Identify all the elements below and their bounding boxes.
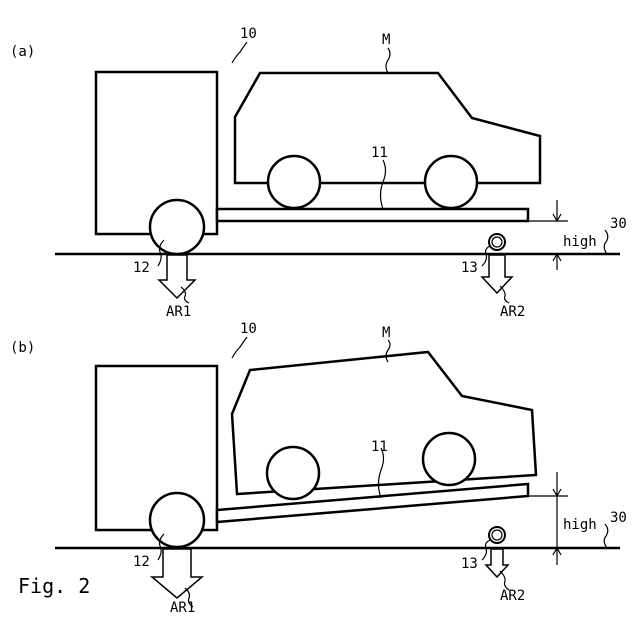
car-rear-wheel bbox=[267, 447, 319, 499]
figure-title: Fig. 2 bbox=[18, 574, 90, 598]
panel-a: (a) high 10 M 11 1 bbox=[10, 26, 627, 320]
ref-11: 11 bbox=[371, 439, 388, 455]
ref-m: M bbox=[382, 325, 390, 341]
ref-30: 30 bbox=[610, 510, 627, 526]
arrow-ar2 bbox=[486, 549, 508, 577]
panel-a-label: (a) bbox=[10, 44, 35, 60]
ref-m: M bbox=[382, 32, 390, 48]
ref-12: 12 bbox=[133, 554, 150, 570]
sensor bbox=[489, 234, 505, 250]
car-front-wheel bbox=[425, 156, 477, 208]
panel-b: (b) high 10 M 11 12 bbox=[10, 321, 627, 616]
leader-30 bbox=[604, 230, 608, 254]
arrow-ar2 bbox=[482, 255, 512, 293]
height-label: high bbox=[563, 234, 597, 250]
ref-13: 13 bbox=[461, 556, 478, 572]
ar2-label: AR2 bbox=[500, 588, 525, 604]
ref-13: 13 bbox=[461, 260, 478, 276]
ref-12: 12 bbox=[133, 260, 150, 276]
ref-10: 10 bbox=[240, 26, 257, 42]
ref-30: 30 bbox=[610, 216, 627, 232]
bed bbox=[217, 209, 528, 221]
ar1-label: AR1 bbox=[170, 600, 195, 616]
car-front-wheel bbox=[423, 433, 475, 485]
leader-10 bbox=[232, 42, 247, 63]
leader-m bbox=[386, 48, 390, 73]
leader-10 bbox=[232, 337, 247, 358]
arrow-ar1 bbox=[159, 255, 195, 298]
ref-10: 10 bbox=[240, 321, 257, 337]
leader-30 bbox=[604, 524, 608, 548]
ar1-label: AR1 bbox=[166, 304, 191, 320]
front-wheel bbox=[150, 200, 204, 254]
front-wheel bbox=[150, 493, 204, 547]
ref-11: 11 bbox=[371, 145, 388, 161]
panel-b-label: (b) bbox=[10, 340, 35, 356]
sensor-inner bbox=[492, 237, 502, 247]
sensor-inner bbox=[492, 530, 502, 540]
ar2-label: AR2 bbox=[500, 304, 525, 320]
car-rear-wheel bbox=[268, 156, 320, 208]
leader-13 bbox=[482, 540, 490, 560]
height-label: high bbox=[563, 517, 597, 533]
